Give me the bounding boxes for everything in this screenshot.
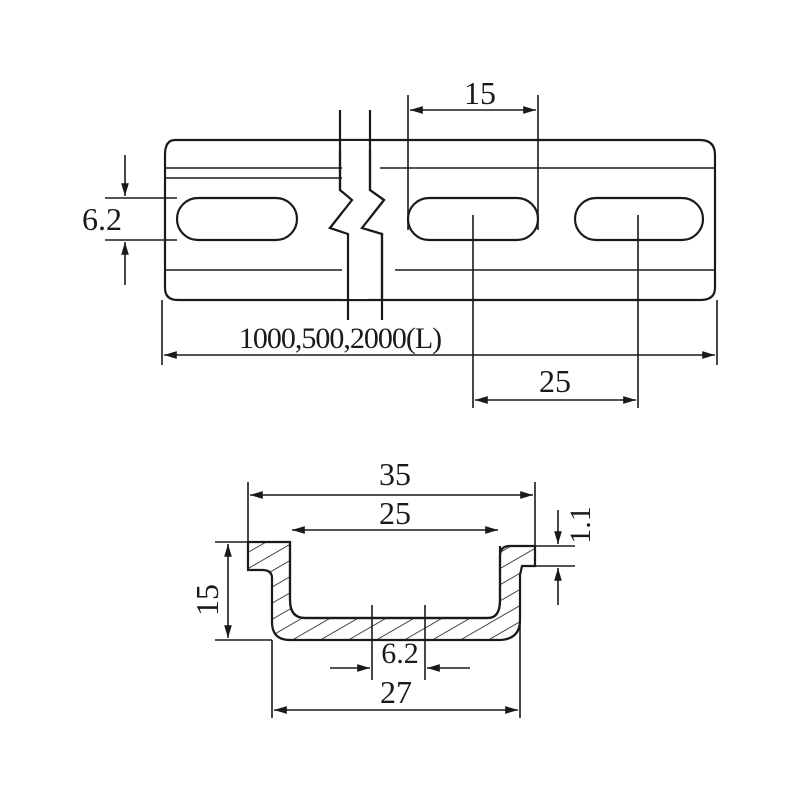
dim-slot-spacing-label: 25 (539, 363, 571, 399)
dim-thickness-label: 1.1 (564, 506, 597, 544)
dim-height-label: 15 (189, 584, 225, 616)
dim-slot-pitch-label: 15 (464, 75, 496, 111)
dim-slot-height-label: 6.2 (82, 201, 122, 237)
dim-inner-width-label: 25 (379, 495, 411, 531)
dim-slot-width-label: 6.2 (381, 637, 419, 670)
rail-section-view: 35 25 1.1 15 6.2 27 (189, 456, 597, 718)
dim-overall-width-label: 35 (379, 456, 411, 492)
slot-1 (175, 196, 299, 242)
slot-3 (573, 196, 705, 242)
dim-length-label: 1000,500,2000(L) (239, 322, 441, 355)
rail-top-view: 15 6.2 1000,500,2000(L) 25 (82, 75, 718, 408)
rail-outline (163, 138, 717, 302)
dim-base-width-label: 27 (380, 674, 412, 710)
